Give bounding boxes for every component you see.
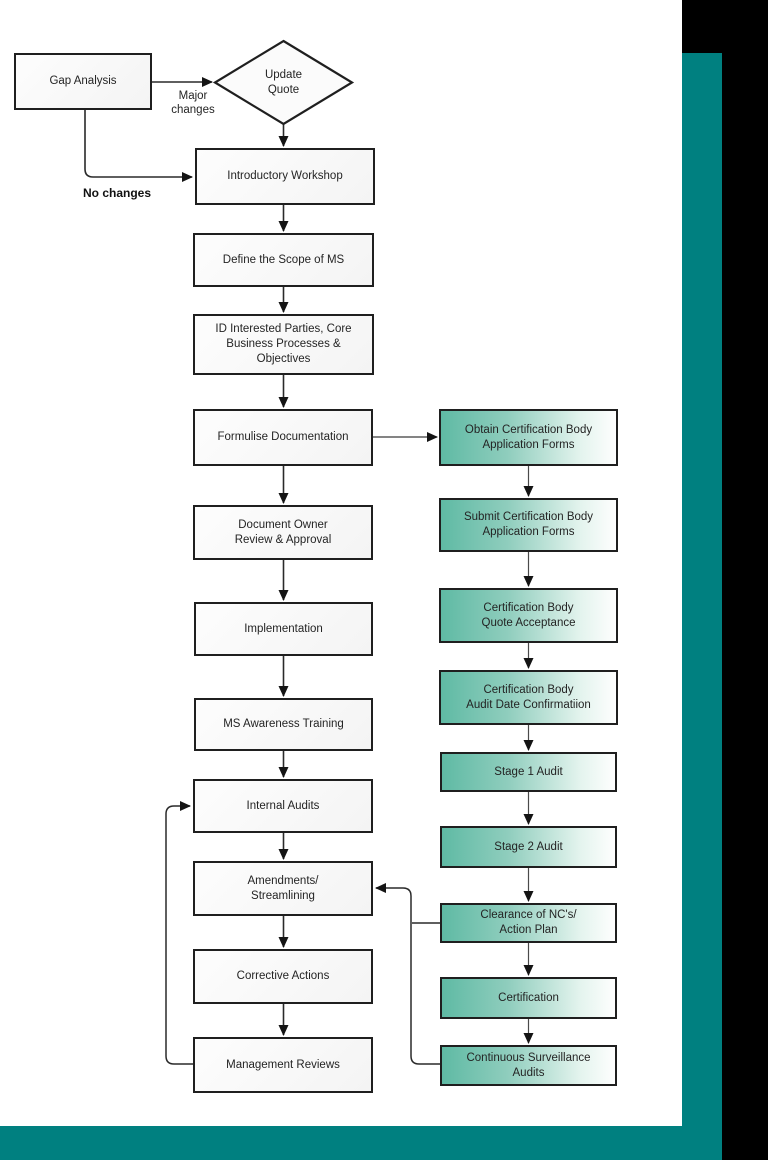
node-corrective-actions: Corrective Actions	[193, 949, 373, 1004]
node-obtain-application-forms: Obtain Certification Body Application Fo…	[439, 409, 618, 466]
edge-surveillance-to-amendments-loop	[375, 883, 440, 1065]
node-update-quote: Update Quote	[264, 68, 303, 96]
edge-label-major-changes: Major changes	[171, 90, 215, 116]
right-teal-band	[682, 53, 722, 1160]
node-define-scope: Define the Scope of MS	[193, 233, 374, 287]
right-black-band	[722, 0, 768, 1160]
node-amendments-streamlining: Amendments/ Streamlining	[193, 861, 373, 916]
node-audit-date-confirmation: Certification Body Audit Date Confirmati…	[439, 670, 618, 725]
edge-label-no-changes: No changes	[82, 186, 151, 200]
node-stage1-audit: Stage 1 Audit	[440, 752, 617, 792]
node-ms-awareness-training: MS Awareness Training	[194, 698, 373, 751]
node-gap-analysis: Gap Analysis	[14, 53, 152, 110]
node-quote-acceptance: Certification Body Quote Acceptance	[439, 588, 618, 643]
node-clearance-of-ncs: Clearance of NC's/ Action Plan	[440, 903, 617, 943]
edge-reviews-to-internal-loop	[165, 801, 193, 1065]
node-certification: Certification	[440, 977, 617, 1019]
node-management-reviews: Management Reviews	[193, 1037, 373, 1093]
node-id-interested-parties: ID Interested Parties, Core Business Pro…	[193, 314, 374, 375]
node-introductory-workshop: Introductory Workshop	[195, 148, 375, 205]
node-stage2-audit: Stage 2 Audit	[440, 826, 617, 868]
node-implementation: Implementation	[194, 602, 373, 656]
node-submit-application-forms: Submit Certification Body Application Fo…	[439, 498, 618, 552]
node-internal-audits: Internal Audits	[193, 779, 373, 833]
edge-gap-to-workshop-nochanges	[84, 110, 193, 182]
bottom-teal-band	[0, 1126, 722, 1160]
node-continuous-surveillance: Continuous Surveillance Audits	[440, 1045, 617, 1086]
node-formulise-documentation: Formulise Documentation	[193, 409, 373, 466]
node-document-owner-review: Document Owner Review & Approval	[193, 505, 373, 560]
decision-diamond	[212, 39, 355, 126]
